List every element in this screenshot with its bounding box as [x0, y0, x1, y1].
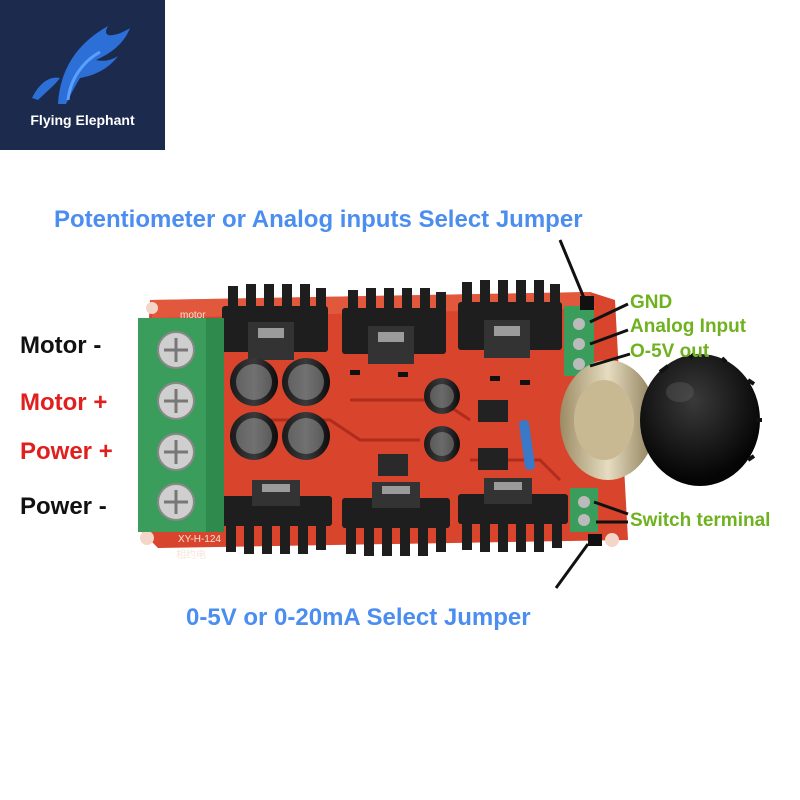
- board-chinese-marking: 相约电: [176, 548, 206, 561]
- heatsink-top-left: [222, 284, 328, 360]
- knob: [640, 352, 762, 486]
- heatsink-top-middle: [342, 288, 446, 364]
- callout-lines: [554, 239, 631, 589]
- bottom-select-jumper: [588, 534, 602, 546]
- motor-plus-label: Motor +: [20, 389, 108, 416]
- out-0-5v-label: O-5V out: [630, 341, 710, 362]
- switch-terminal-label: Switch terminal: [630, 510, 771, 531]
- heatsink-bottom-left: [222, 480, 332, 554]
- top-heatsinks: [222, 280, 562, 364]
- brand-name: Flying Elephant: [30, 112, 135, 128]
- bottom-jumper-label: 0-5V or 0-20mA Select Jumper: [186, 604, 531, 631]
- heatsink-bottom-middle: [342, 482, 450, 556]
- power-motor-terminal-block: [138, 318, 224, 532]
- switch-terminal-block: [570, 488, 598, 532]
- motor-minus-label: Motor -: [20, 332, 102, 359]
- power-plus-label: Power +: [20, 438, 113, 465]
- board-model-marking: XY-H-124: [178, 534, 221, 545]
- top-select-jumper: [580, 296, 594, 310]
- top-jumper-label: Potentiometer or Analog inputs Select Ju…: [54, 206, 583, 233]
- signal-terminal-block: [564, 306, 594, 376]
- power-minus-label: Power -: [20, 493, 107, 520]
- analog-input-label: Analog Input: [630, 316, 747, 337]
- board-motor-marking: motor: [180, 310, 206, 321]
- gnd-label: GND: [630, 292, 673, 313]
- smd-components: [350, 370, 535, 476]
- potentiometer: [560, 360, 656, 480]
- flying-elephant-wing-icon: [32, 26, 130, 104]
- electrolytic-capacitors: [230, 358, 460, 462]
- heatsink-top-right: [458, 280, 562, 358]
- bottom-heatsinks: [222, 478, 568, 556]
- brand-logo: Flying Elephant: [0, 0, 165, 150]
- heatsink-bottom-right: [458, 478, 568, 552]
